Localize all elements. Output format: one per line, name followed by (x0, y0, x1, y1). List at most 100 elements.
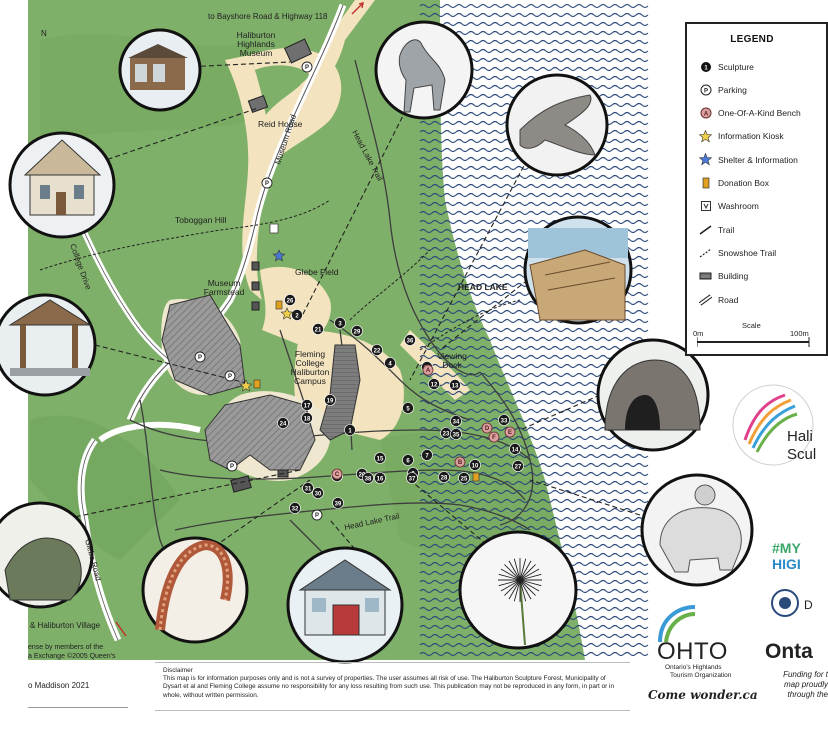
sculpture-marker-4[interactable]: 4 (384, 357, 396, 369)
svg-text:22: 22 (374, 348, 381, 354)
svg-text:35: 35 (453, 432, 460, 438)
sculpture-marker-19[interactable]: 19 (324, 394, 336, 406)
sculpture-marker-15[interactable]: 15 (374, 452, 386, 464)
donation-box-icon (699, 177, 712, 190)
thumb-museum-building[interactable] (118, 28, 202, 112)
shelter-info-icon[interactable] (272, 249, 286, 262)
bench-marker-C[interactable]: C (331, 468, 343, 480)
bench-marker-E[interactable]: E (504, 426, 516, 438)
sculpture-marker-31[interactable]: 31 (302, 482, 314, 494)
sculpture-marker-38[interactable]: 38 (362, 472, 374, 484)
sculpture-marker-2[interactable]: 2 (291, 309, 303, 321)
legend-item-snowshoe-dashed: Snowshoe Trail (699, 246, 776, 259)
sculpture-marker-21[interactable]: 21 (312, 323, 324, 335)
sculpture-marker-10[interactable]: 10 (469, 459, 481, 471)
reid-house-label: Reid House (258, 119, 303, 129)
sculpture-marker-32[interactable]: 32 (289, 502, 301, 514)
ohto-tagline: Come wonder.ca (648, 688, 758, 702)
scale-bar (697, 337, 810, 347)
sculpture-marker-16[interactable]: 16 (374, 472, 386, 484)
disclaimer-heading: Disclaimer (163, 667, 193, 674)
info-kiosk-icon[interactable] (239, 379, 253, 392)
ontario-logo-text: Onta (765, 640, 813, 663)
svg-text:39: 39 (335, 501, 342, 507)
thumb-hands-sculpture[interactable] (505, 73, 609, 177)
parking-marker-4[interactable]: P (226, 460, 238, 472)
bench-marker-D[interactable]: D (481, 422, 493, 434)
sculpture-marker-7[interactable]: 7 (421, 449, 433, 461)
thumb-rock-sculpture[interactable] (0, 501, 94, 609)
svg-text:E: E (508, 430, 512, 436)
thumb-shelter[interactable] (0, 293, 97, 397)
parking-marker-6[interactable]: P (224, 370, 236, 382)
sculpture-marker-22[interactable]: 22 (371, 344, 383, 356)
sculpture-marker-1[interactable]: 1 (344, 424, 356, 436)
author-credit: o Maddison 2021 (28, 681, 90, 690)
bench-marker-F[interactable]: F (488, 431, 500, 443)
parking-marker-2[interactable]: P (261, 177, 273, 189)
sculpture-marker-3[interactable]: 3 (334, 317, 346, 329)
sculpture-marker-5[interactable]: 5 (402, 402, 414, 414)
bench-marker-B[interactable]: B (454, 456, 466, 468)
scale-title: Scale (742, 321, 761, 330)
thumb-stone-igloo[interactable] (596, 338, 710, 452)
thumb-dandelion-sculpture[interactable] (458, 530, 578, 650)
scale-end: 100m (790, 329, 809, 338)
thumb-reid-house[interactable] (8, 131, 116, 239)
snowshoe-dashed-icon (699, 246, 712, 259)
sculpture-marker-29[interactable]: 29 (351, 325, 363, 337)
parking-marker-1[interactable]: P (301, 61, 313, 73)
svg-text:28: 28 (441, 475, 448, 481)
sculpture-marker-12[interactable]: 12 (428, 378, 440, 390)
sculpture-marker-37[interactable]: 37 (406, 472, 418, 484)
sculpture-marker-14[interactable]: 14 (509, 443, 521, 455)
svg-text:29: 29 (354, 329, 361, 335)
svg-text:2: 2 (295, 313, 299, 319)
svg-text:P: P (228, 374, 232, 380)
svg-text:26: 26 (287, 298, 294, 304)
sculpture-marker-30[interactable]: 30 (312, 487, 324, 499)
scale-start: 0m (693, 329, 704, 338)
sculpture-marker-33[interactable]: 33 (498, 414, 510, 426)
thumb-dock[interactable] (523, 215, 633, 325)
svg-text:32: 32 (292, 506, 299, 512)
parking-circle-icon: P (699, 83, 712, 96)
sculpture-marker-25[interactable]: 25 (458, 472, 470, 484)
sculpture-marker-36[interactable]: 36 (404, 334, 416, 346)
sculpture-marker-23[interactable]: 23 (440, 427, 452, 439)
dysart-logo-text: D (804, 598, 813, 612)
washroom-icon (699, 200, 712, 213)
disclaimer: Disclaimer This map is for information p… (163, 667, 623, 700)
svg-text:25: 25 (461, 476, 468, 482)
sculpture-marker-34[interactable]: 34 (450, 415, 462, 427)
legend-item-label: Trail (718, 224, 735, 235)
top-road-label: to Bayshore Road & Highway 118 (208, 12, 328, 21)
info-kiosk-icon[interactable] (280, 307, 294, 320)
sculpture-marker-35[interactable]: 35 (450, 428, 462, 440)
legend-item-washroom: Washroom (699, 200, 759, 213)
sculpture-marker-27[interactable]: 27 (512, 460, 524, 472)
thumb-campus-building[interactable] (286, 546, 404, 664)
thumb-fern-sculpture[interactable] (141, 536, 249, 644)
thumb-bear-sculpture[interactable] (640, 473, 754, 587)
sculpture-marker-13[interactable]: 13 (449, 379, 461, 391)
bench-marker-A[interactable]: A (422, 364, 434, 376)
svg-text:P: P (703, 88, 707, 94)
sculpture-marker-6[interactable]: 6 (402, 454, 414, 466)
washroom-icon (269, 223, 279, 234)
sculpture-marker-17[interactable]: 17 (301, 399, 313, 411)
thumb-dog-sculpture[interactable] (374, 20, 474, 120)
sculpture-marker-24[interactable]: 24 (277, 417, 289, 429)
sculpture-marker-39[interactable]: 39 (332, 497, 344, 509)
sculpture-marker-26[interactable]: 26 (284, 294, 296, 306)
sculpture-marker-18[interactable]: 18 (301, 412, 313, 424)
parking-marker-3[interactable]: P (194, 351, 206, 363)
sculpture-marker-28[interactable]: 28 (438, 471, 450, 483)
parking-marker-5[interactable]: P (311, 509, 323, 521)
legend-item-kiosk-star: Information Kiosk (699, 129, 784, 143)
